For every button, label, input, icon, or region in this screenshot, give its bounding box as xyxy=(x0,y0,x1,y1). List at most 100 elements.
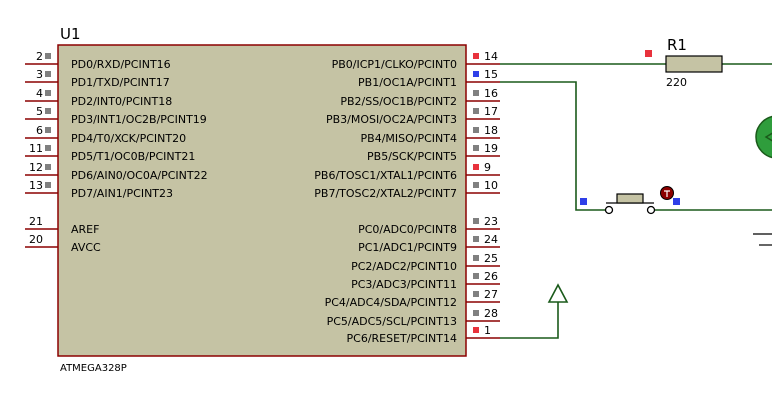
pin-name: PD3/INT1/OC2B/PCINT19 xyxy=(71,113,207,126)
led-icon[interactable] xyxy=(755,115,772,159)
pin-number: 19 xyxy=(484,142,498,155)
pin-name: PC3/ADC3/PCINT11 xyxy=(351,278,457,291)
pin-marker-icon xyxy=(473,273,479,279)
pin-marker-icon xyxy=(473,145,479,151)
pin-number: 23 xyxy=(484,215,498,228)
push-button-switch[interactable] xyxy=(580,186,680,215)
pin-name: AVCC xyxy=(71,241,101,254)
pin-name: PD4/T0/XCK/PCINT20 xyxy=(71,132,186,145)
pin-marker-icon xyxy=(45,145,51,151)
wire-group xyxy=(500,63,772,339)
pin-name: PD1/TXD/PCINT17 xyxy=(71,76,170,89)
pin-marker-icon xyxy=(473,53,479,59)
pin-number: 13 xyxy=(29,179,43,192)
pin-number: 1 xyxy=(484,324,491,337)
pin-number: 14 xyxy=(484,50,498,63)
pin-number: 10 xyxy=(484,179,498,192)
pin-name: PB6/TOSC1/XTAL1/PCINT6 xyxy=(314,169,457,182)
pin-number: 3 xyxy=(36,68,43,81)
pin-number: 18 xyxy=(484,124,498,137)
pin-marker-icon xyxy=(45,182,51,188)
pin-name: PB3/MOSI/OC2A/PCINT3 xyxy=(326,113,457,126)
pin-marker-icon xyxy=(45,53,51,59)
power-terminal-icon[interactable] xyxy=(547,283,569,303)
pin-number: 17 xyxy=(484,105,498,118)
pin-name: PB5/SCK/PCINT5 xyxy=(367,150,457,163)
switch-toggle-icon[interactable] xyxy=(660,186,674,200)
pin-marker-icon xyxy=(473,71,479,77)
pin-name: PD2/INT0/PCINT18 xyxy=(71,95,172,108)
ground-symbol-icon xyxy=(753,233,772,246)
resistor-value-label: 220 xyxy=(666,76,687,89)
pin-name: AREF xyxy=(71,223,99,236)
chip-body[interactable] xyxy=(57,44,467,357)
pin-name: PC0/ADC0/PCINT8 xyxy=(358,223,457,236)
pin-marker-icon xyxy=(45,127,51,133)
resistor-body[interactable] xyxy=(665,55,723,73)
pin-marker-icon xyxy=(473,164,479,170)
pin-name: PB2/SS/OC1B/PCINT2 xyxy=(340,95,457,108)
pin-name: PC1/ADC1/PCINT9 xyxy=(358,241,457,254)
pin-number: 26 xyxy=(484,270,498,283)
pin-name: PB0/ICP1/CLKO/PCINT0 xyxy=(332,58,457,71)
pin-number: 11 xyxy=(29,142,43,155)
pin-marker-icon xyxy=(473,90,479,96)
pin-name: PD6/AIN0/OC0A/PCINT22 xyxy=(71,169,208,182)
left-pin-group: 2PD0/RXD/PCINT163PD1/TXD/PCINT174PD2/INT… xyxy=(25,50,208,254)
pin-name: PC2/ADC2/PCINT10 xyxy=(351,260,457,273)
switch-pin-marker-icon xyxy=(673,198,680,205)
pin-number: 9 xyxy=(484,161,491,174)
switch-actuator[interactable] xyxy=(616,193,644,204)
wire-reset-to-power[interactable] xyxy=(500,302,559,339)
resistor-r1[interactable]: R1 220 xyxy=(645,36,723,89)
pin-name: PB7/TOSC2/XTAL2/PCINT7 xyxy=(314,187,457,200)
pin-marker-icon xyxy=(473,182,479,188)
pin-name: PD0/RXD/PCINT16 xyxy=(71,58,171,71)
wire-pb1-to-switch[interactable] xyxy=(500,81,606,211)
pin-number: 21 xyxy=(29,215,43,228)
pin-marker-icon xyxy=(473,327,479,333)
pin-number: 28 xyxy=(484,307,498,320)
resistor-pin-marker-icon xyxy=(645,50,652,57)
pin-name: PB4/MISO/PCINT4 xyxy=(361,132,457,145)
pin-name: PD7/AIN1/PCINT23 xyxy=(71,187,173,200)
pin-marker-icon xyxy=(473,127,479,133)
pin-name: PC6/RESET/PCINT14 xyxy=(347,332,457,345)
pin-number: 24 xyxy=(484,233,498,246)
switch-contact-left-icon xyxy=(604,205,614,215)
pin-marker-icon xyxy=(45,71,51,77)
pin-marker-icon xyxy=(473,236,479,242)
pin-number: 27 xyxy=(484,288,498,301)
pin-number: 6 xyxy=(36,124,43,137)
pin-marker-icon xyxy=(45,90,51,96)
pin-name: PD5/T1/OC0B/PCINT21 xyxy=(71,150,195,163)
pin-marker-icon xyxy=(473,291,479,297)
pin-marker-icon xyxy=(473,218,479,224)
